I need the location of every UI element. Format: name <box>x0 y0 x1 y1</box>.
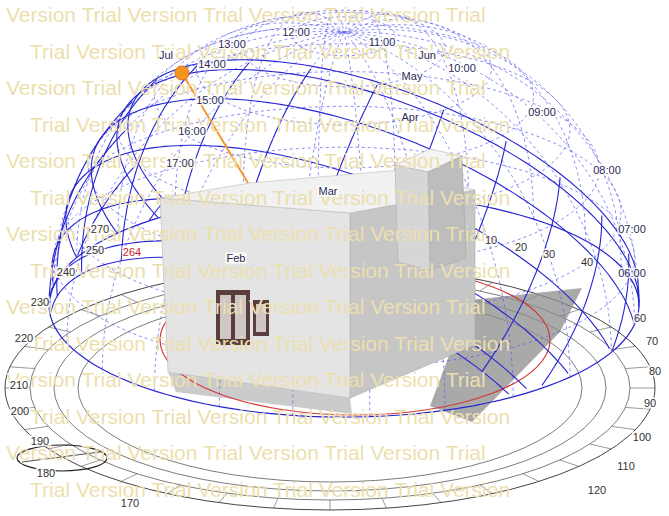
azimuth-label: 70 <box>645 336 659 347</box>
azimuth-label: 250 <box>85 245 105 256</box>
hour-label: 12:00 <box>281 27 311 38</box>
hour-label: 10:00 <box>447 63 477 74</box>
month-label: Apr <box>400 112 419 123</box>
azimuth-label: 10 <box>484 235 498 246</box>
watermark: Version Trial Version Trial Version Tria… <box>6 442 486 463</box>
compass-tick <box>25 426 48 429</box>
compass-tick <box>330 500 331 510</box>
azimuth-label: 264 <box>122 247 142 258</box>
watermark: Trial Version Trial Version Trial Versio… <box>30 406 510 427</box>
azimuth-label: 60 <box>633 313 647 324</box>
azimuth-label: 270 <box>90 224 110 235</box>
compass-tick <box>590 327 612 332</box>
azimuth-label: 40 <box>580 257 594 268</box>
watermark: Trial Version Trial Version Trial Versio… <box>30 41 510 62</box>
azimuth-label: 110 <box>616 461 636 472</box>
watermark: Trial Version Trial Version Trial Versio… <box>30 479 510 500</box>
watermark: Version Trial Version Trial Version Tria… <box>6 223 486 244</box>
compass-rose <box>5 266 655 510</box>
watermark: Version Trial Version Trial Version Tria… <box>6 369 486 390</box>
compass-tick <box>590 444 612 449</box>
azimuth-label: 120 <box>587 485 607 496</box>
watermark: Trial Version Trial Version Trial Versio… <box>30 333 510 354</box>
compass-ring <box>5 266 655 510</box>
month-label: Jul <box>158 50 174 61</box>
month-label: Mar <box>318 186 339 197</box>
hour-line <box>82 79 157 274</box>
hour-label: 07:00 <box>617 224 647 235</box>
hour-label: 15:00 <box>195 95 225 106</box>
compass-tick <box>630 388 655 389</box>
hour-label: 17:00 <box>165 158 195 169</box>
azimuth-label: 210 <box>9 380 29 391</box>
compass-tick <box>625 367 650 369</box>
azimuth-label: 30 <box>542 249 556 260</box>
hour-label: 16:00 <box>177 126 207 137</box>
azimuth-label: 80 <box>648 366 662 377</box>
sun-path-dome <box>49 10 639 417</box>
compass-tick <box>382 498 386 508</box>
month-label: Feb <box>226 253 247 264</box>
hour-label: 08:00 <box>592 165 622 176</box>
hour-label: 09:00 <box>527 107 557 118</box>
month-label: May <box>401 71 424 82</box>
watermark: Trial Version Trial Version Trial Versio… <box>30 260 510 281</box>
azimuth-label: 220 <box>14 333 34 344</box>
azimuth-label: 90 <box>643 398 657 409</box>
compass-tick <box>274 498 278 508</box>
azimuth-label: 20 <box>514 242 528 253</box>
watermark: Version Trial Version Trial Version Tria… <box>6 4 486 25</box>
month-label: Jun <box>417 50 437 61</box>
hour-label: 13:00 <box>217 39 247 50</box>
azimuth-label: 230 <box>30 297 50 308</box>
compass-tick <box>560 460 579 466</box>
azimuth-label: 100 <box>632 432 652 443</box>
watermark: Trial Version Trial Version Trial Versio… <box>30 114 510 135</box>
azimuth-label: 200 <box>10 406 30 417</box>
watermark: Trial Version Trial Version Trial Versio… <box>30 187 510 208</box>
watermark: Version Trial Version Trial Version Tria… <box>6 150 486 171</box>
azimuth-label: 170 <box>120 498 140 509</box>
azimuth-label: 240 <box>56 267 76 278</box>
watermark: Version Trial Version Trial Version Tria… <box>6 296 486 317</box>
azimuth-label: 190 <box>30 436 50 447</box>
azimuth-label: 180 <box>36 468 56 479</box>
hour-label: 11:00 <box>368 37 397 48</box>
hour-line <box>542 216 602 386</box>
hour-line <box>638 289 640 307</box>
hour-label: 14:00 <box>197 59 227 70</box>
hour-label: 06:00 <box>617 268 647 279</box>
compass-tick <box>612 426 635 429</box>
compass-tick <box>523 474 539 482</box>
